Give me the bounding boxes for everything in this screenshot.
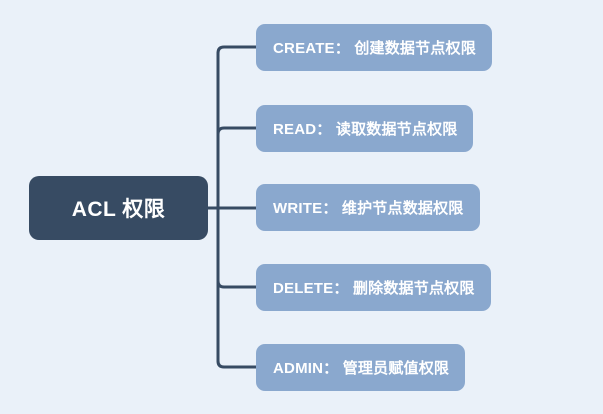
connector-branch-admin: [216, 359, 258, 369]
child-node-write[interactable]: WRITE： 维护节点数据权限: [256, 184, 480, 231]
child-node-create[interactable]: CREATE： 创建数据节点权限: [256, 24, 492, 71]
child-node-read[interactable]: READ： 读取数据节点权限: [256, 105, 474, 152]
connector-branch-create: [216, 45, 258, 55]
child-node-delete[interactable]: DELETE： 删除数据节点权限: [256, 264, 491, 311]
child-node-admin[interactable]: ADMIN： 管理员赋值权限: [256, 344, 466, 391]
connector-branch-read: [216, 126, 258, 136]
root-node-acl-permission[interactable]: ACL 权限: [29, 176, 208, 240]
connector-branch-delete: [216, 279, 258, 289]
